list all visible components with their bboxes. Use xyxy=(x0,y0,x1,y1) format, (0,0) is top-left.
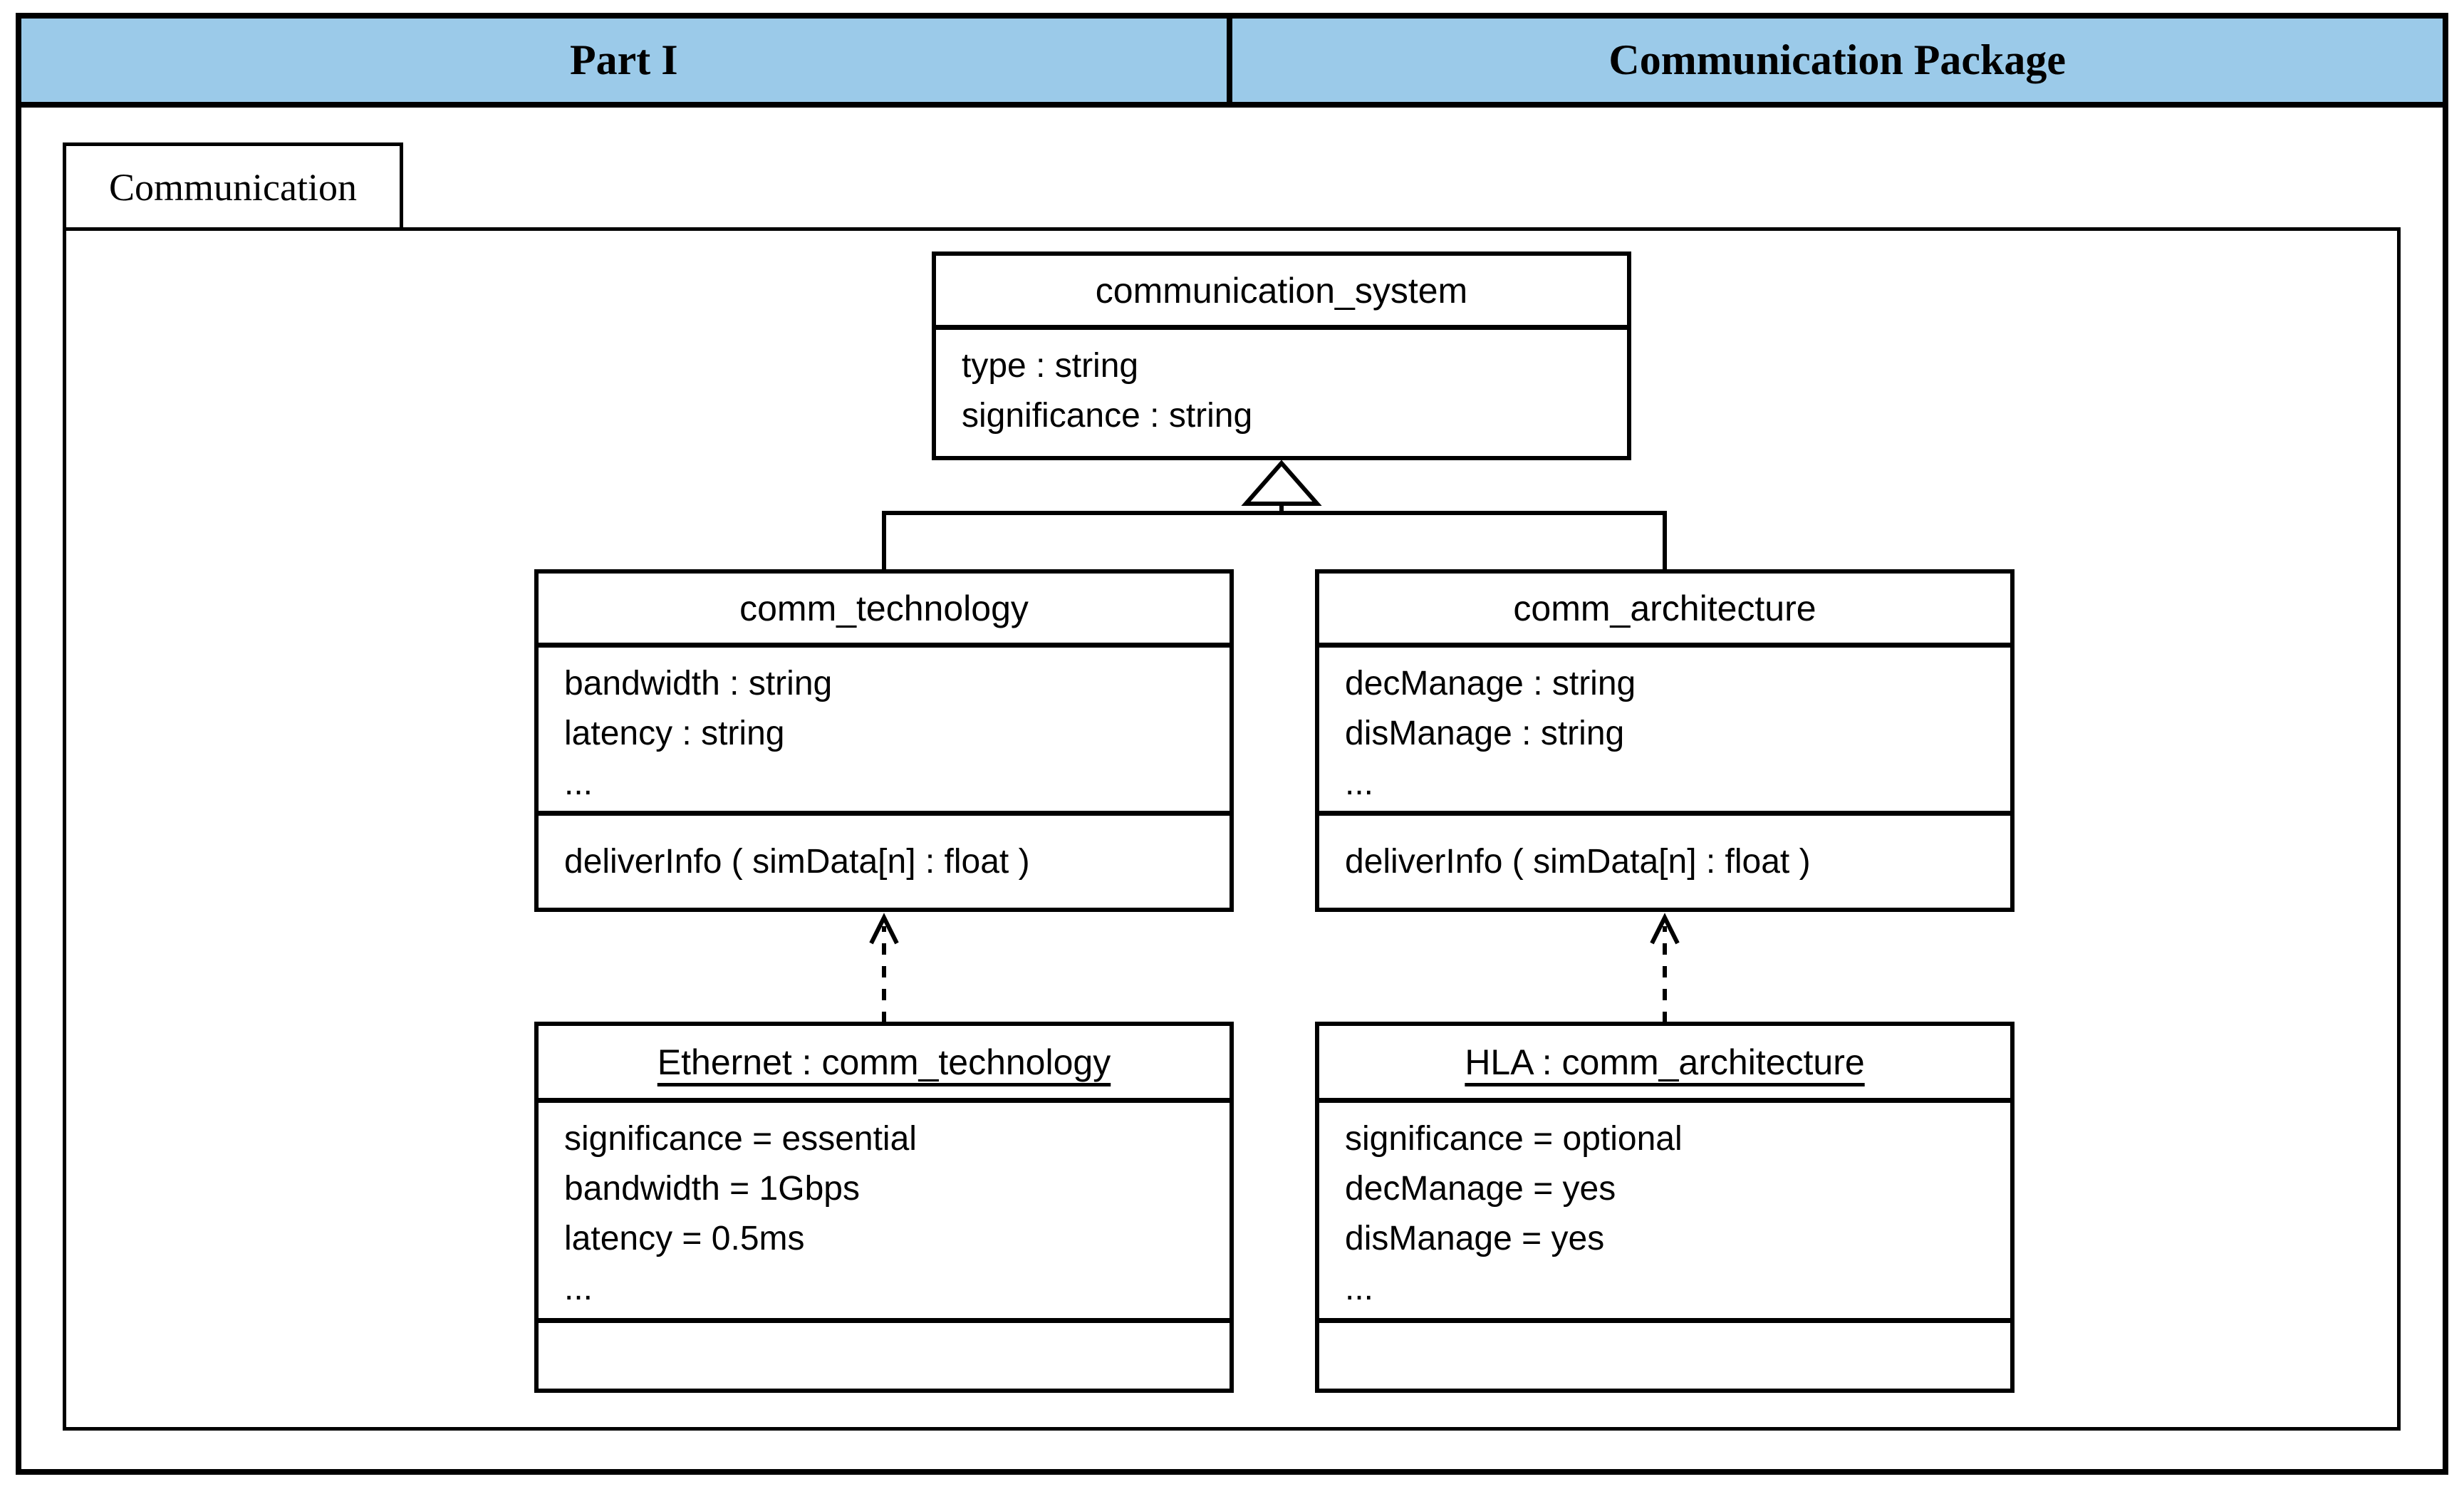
attribute-line: ... xyxy=(1345,764,1374,802)
title-cell-package: Communication Package xyxy=(1232,19,2443,102)
package-tab-label: Communication xyxy=(109,165,357,209)
attribute-line: significance : string xyxy=(962,397,1253,435)
attributes-compartment: bandwidth : string latency : string ... xyxy=(539,648,1230,811)
class-box-comm-architecture: comm_architecture decManage : string dis… xyxy=(1315,569,2015,912)
operation-line: deliverInfo ( simData[n] : float ) xyxy=(564,843,1030,881)
slot-line: significance = essential xyxy=(564,1120,917,1158)
slot-line: ... xyxy=(564,1270,593,1307)
operations-compartment: deliverInfo ( simData[n] : float ) xyxy=(539,811,1230,908)
attribute-line: latency : string xyxy=(564,715,785,752)
class-box-communication-system: communication_system type : string signi… xyxy=(932,251,1631,460)
title-cell-part: Part I xyxy=(21,19,1232,102)
class-box-comm-technology: comm_technology bandwidth : string laten… xyxy=(534,569,1234,912)
operation-line: deliverInfo ( simData[n] : float ) xyxy=(1345,843,1811,881)
instance-box-ethernet: Ethernet : comm_technology significance … xyxy=(534,1022,1234,1393)
attribute-line: ... xyxy=(564,764,593,802)
empty-compartment xyxy=(1319,1318,2010,1389)
slot-line: bandwidth = 1Gbps xyxy=(564,1170,860,1208)
class-title: communication_system xyxy=(936,256,1627,330)
attributes-compartment: decManage : string disManage : string ..… xyxy=(1319,648,2010,811)
instance-title: HLA : comm_architecture xyxy=(1319,1026,2010,1103)
attribute-line: disManage : string xyxy=(1345,715,1625,752)
operations-compartment: deliverInfo ( simData[n] : float ) xyxy=(1319,811,2010,908)
instance-title-text: Ethernet : comm_technology xyxy=(657,1042,1111,1082)
part-title: Part I xyxy=(569,36,678,83)
package-tab: Communication xyxy=(63,142,403,228)
slot-line: disManage = yes xyxy=(1345,1220,1605,1257)
title-band: Part I Communication Package xyxy=(16,13,2448,108)
class-title: comm_technology xyxy=(539,574,1230,648)
instance-title: Ethernet : comm_technology xyxy=(539,1026,1230,1103)
class-title-text: comm_technology xyxy=(739,588,1029,628)
instance-title-text: HLA : comm_architecture xyxy=(1465,1042,1865,1082)
slots-compartment: significance = optional decManage = yes … xyxy=(1319,1103,2010,1318)
attribute-line: type : string xyxy=(962,347,1139,385)
slot-line: ... xyxy=(1345,1270,1374,1307)
class-title-text: communication_system xyxy=(1095,270,1468,311)
slot-line: decManage = yes xyxy=(1345,1170,1616,1208)
class-title: comm_architecture xyxy=(1319,574,2010,648)
class-title-text: comm_architecture xyxy=(1513,588,1816,628)
attributes-compartment: type : string significance : string xyxy=(936,330,1627,441)
attribute-line: bandwidth : string xyxy=(564,665,833,702)
slot-line: latency = 0.5ms xyxy=(564,1220,805,1257)
slot-line: significance = optional xyxy=(1345,1120,1683,1158)
empty-compartment xyxy=(539,1318,1230,1389)
attribute-line: decManage : string xyxy=(1345,665,1636,702)
instance-box-hla: HLA : comm_architecture significance = o… xyxy=(1315,1022,2015,1393)
slots-compartment: significance = essential bandwidth = 1Gb… xyxy=(539,1103,1230,1318)
package-title: Communication Package xyxy=(1608,36,2067,83)
